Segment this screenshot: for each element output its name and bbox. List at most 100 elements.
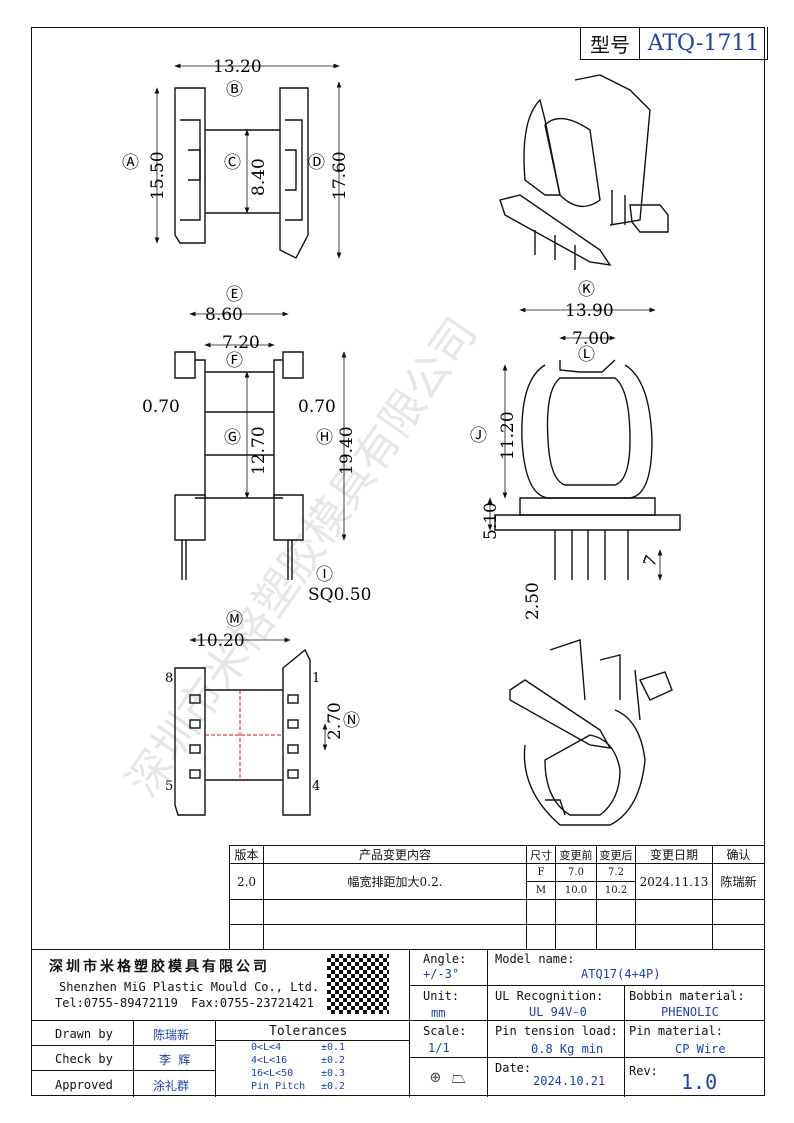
dim-0-70-left: 0.70 bbox=[142, 397, 180, 417]
dim-17-60: 17.60 bbox=[330, 151, 350, 200]
date-value: 2024.10.21 bbox=[533, 1074, 606, 1088]
dim-15-50: 15.50 bbox=[148, 151, 168, 200]
rev-content: 幅宽排距加大0.2. bbox=[263, 863, 527, 900]
marker-g: Ⓖ bbox=[224, 428, 241, 448]
dim-0-70-right: 0.70 bbox=[298, 397, 336, 417]
marker-a: Ⓐ bbox=[122, 153, 139, 173]
watermark: 深圳市米格塑胶模具有限公司 bbox=[117, 309, 487, 807]
tol-range-0: 0<L<4 bbox=[251, 1042, 282, 1053]
dim-12-70: 12.70 bbox=[249, 426, 269, 475]
approved-value: 涂礼群 bbox=[153, 1079, 190, 1093]
marker-d: Ⓓ bbox=[308, 153, 325, 173]
rev-confirm: 陈瑞新 bbox=[712, 863, 765, 900]
model-title-box: 型号 ATQ-1711 bbox=[580, 27, 768, 60]
marker-l: Ⓛ bbox=[578, 345, 595, 365]
bottom-view bbox=[174, 648, 311, 816]
company-tel: Tel:0755-89472119 bbox=[55, 996, 178, 1010]
iso-view-top bbox=[499, 74, 669, 270]
pin-material-value: CP Wire bbox=[675, 1042, 726, 1056]
dim-5-10: 5.10 bbox=[481, 502, 501, 540]
ul-value: UL 94V-0 bbox=[529, 1005, 587, 1019]
company-fax: Fax:0755-23721421 bbox=[191, 996, 314, 1010]
company-name-en: Shenzhen MiG Plastic Mould Co., Ltd. bbox=[59, 980, 320, 994]
dim-10-20: 10.20 bbox=[196, 631, 245, 651]
angle-value: +/-3° bbox=[423, 967, 460, 981]
model-label: 型号 bbox=[581, 27, 640, 59]
drawn-value: 陈瑞新 bbox=[153, 1028, 190, 1042]
marker-e: Ⓔ bbox=[226, 285, 243, 305]
rev-m-after: 10.2 bbox=[596, 881, 636, 900]
marker-n: Ⓝ bbox=[343, 711, 360, 731]
dim-8-40: 8.40 bbox=[249, 158, 269, 196]
dim-2-50: 2.50 bbox=[523, 582, 543, 620]
approved-label: Approved bbox=[55, 1078, 113, 1092]
rev-m: M bbox=[526, 881, 556, 900]
technical-drawing: 深圳市米格塑胶模具有限公司 13.20 Ⓑ Ⓐ 15.50 Ⓒ 8.40 Ⓓ 1… bbox=[117, 57, 681, 826]
tension-label: Pin tension load: bbox=[495, 1024, 618, 1038]
model-value: ATQ-1711 bbox=[647, 30, 760, 56]
bobbin-label: Bobbin material: bbox=[629, 989, 745, 1003]
scale-value: 1/1 bbox=[428, 1041, 450, 1055]
tol-range-2: 16<L<50 bbox=[251, 1068, 294, 1079]
rev-header-content: 产品变更内容 bbox=[263, 845, 527, 864]
rev-ver: 2.0 bbox=[229, 863, 264, 900]
revision-table: 版本 产品变更内容 尺寸 变更前 变更后 变更日期 确认 2.0 幅宽排距加大0… bbox=[229, 845, 765, 950]
dim-7: 7 bbox=[640, 553, 662, 570]
qr-code-icon bbox=[327, 954, 389, 1014]
model-name-label: Model name: bbox=[495, 952, 575, 966]
rev-header-after: 变更后 bbox=[596, 845, 636, 864]
title-block: 深圳市米格塑胶模具有限公司 Shenzhen MiG Plastic Mould… bbox=[31, 949, 765, 1097]
tol-range-3: Pin Pitch bbox=[251, 1081, 306, 1092]
rev-f-after: 7.2 bbox=[596, 863, 636, 882]
marker-m: Ⓜ bbox=[226, 610, 243, 630]
pin-8-label: 8 bbox=[165, 671, 173, 686]
tol-value-0: ±0.1 bbox=[321, 1042, 346, 1053]
pin-5-label: 5 bbox=[165, 779, 173, 794]
dim-sq0-50: SQ0.50 bbox=[308, 585, 371, 605]
marker-b: Ⓑ bbox=[226, 80, 243, 100]
tolerances-label: Tolerances bbox=[269, 1024, 348, 1039]
dim-13-90: 13.90 bbox=[565, 301, 614, 321]
rev-header-ver: 版本 bbox=[229, 845, 264, 864]
check-value: 李 辉 bbox=[159, 1053, 191, 1067]
marker-k: Ⓚ bbox=[578, 280, 595, 300]
dim-7-20: 7.20 bbox=[222, 333, 260, 353]
unit-label: Unit: bbox=[423, 989, 460, 1003]
check-label: Check by bbox=[55, 1052, 113, 1066]
scale-label: Scale: bbox=[423, 1024, 467, 1038]
rev-header-before: 变更前 bbox=[555, 845, 597, 864]
iso-view-bottom bbox=[509, 639, 673, 826]
pin-4-label: 4 bbox=[312, 779, 320, 794]
tol-value-1: ±0.2 bbox=[321, 1055, 346, 1066]
marker-h: Ⓗ bbox=[316, 428, 333, 448]
drawn-label: Drawn by bbox=[55, 1027, 113, 1041]
dim-2-70: 2.70 bbox=[325, 702, 345, 740]
bobbin-value: PHENOLIC bbox=[661, 1005, 719, 1019]
pin-1-label: 1 bbox=[312, 671, 320, 686]
projection-symbol-icon: ⊕ ⏢ bbox=[429, 1066, 467, 1088]
tol-value-3: ±0.2 bbox=[321, 1081, 346, 1092]
side-view bbox=[494, 359, 681, 580]
angle-label: Angle: bbox=[423, 952, 467, 966]
marker-j: Ⓙ bbox=[470, 426, 487, 446]
tol-range-1: 4<L<16 bbox=[251, 1055, 288, 1066]
tension-value: 0.8 Kg min bbox=[531, 1042, 604, 1056]
marker-f: Ⓕ bbox=[226, 351, 243, 371]
rev-f: F bbox=[526, 863, 556, 882]
marker-i: Ⓘ bbox=[316, 565, 333, 585]
rev-value: 1.0 bbox=[681, 1070, 718, 1094]
ul-label: UL Recognition: bbox=[495, 989, 604, 1003]
front-view bbox=[174, 351, 304, 580]
unit-value: mm bbox=[431, 1006, 446, 1020]
dim-8-60: 8.60 bbox=[205, 305, 243, 325]
tol-value-2: ±0.3 bbox=[321, 1068, 346, 1079]
drawing-sheet bbox=[31, 27, 765, 1096]
dim-11-20: 11.20 bbox=[498, 411, 518, 460]
rev-header-dim: 尺寸 bbox=[526, 845, 556, 864]
dim-19-40: 19.40 bbox=[337, 426, 357, 475]
rev-f-before: 7.0 bbox=[555, 863, 597, 882]
dim-7-00: 7.00 bbox=[572, 329, 610, 349]
rev-m-before: 10.0 bbox=[555, 881, 597, 900]
company-name-cn: 深圳市米格塑胶模具有限公司 bbox=[49, 959, 270, 975]
dim-13-20: 13.20 bbox=[213, 57, 262, 77]
